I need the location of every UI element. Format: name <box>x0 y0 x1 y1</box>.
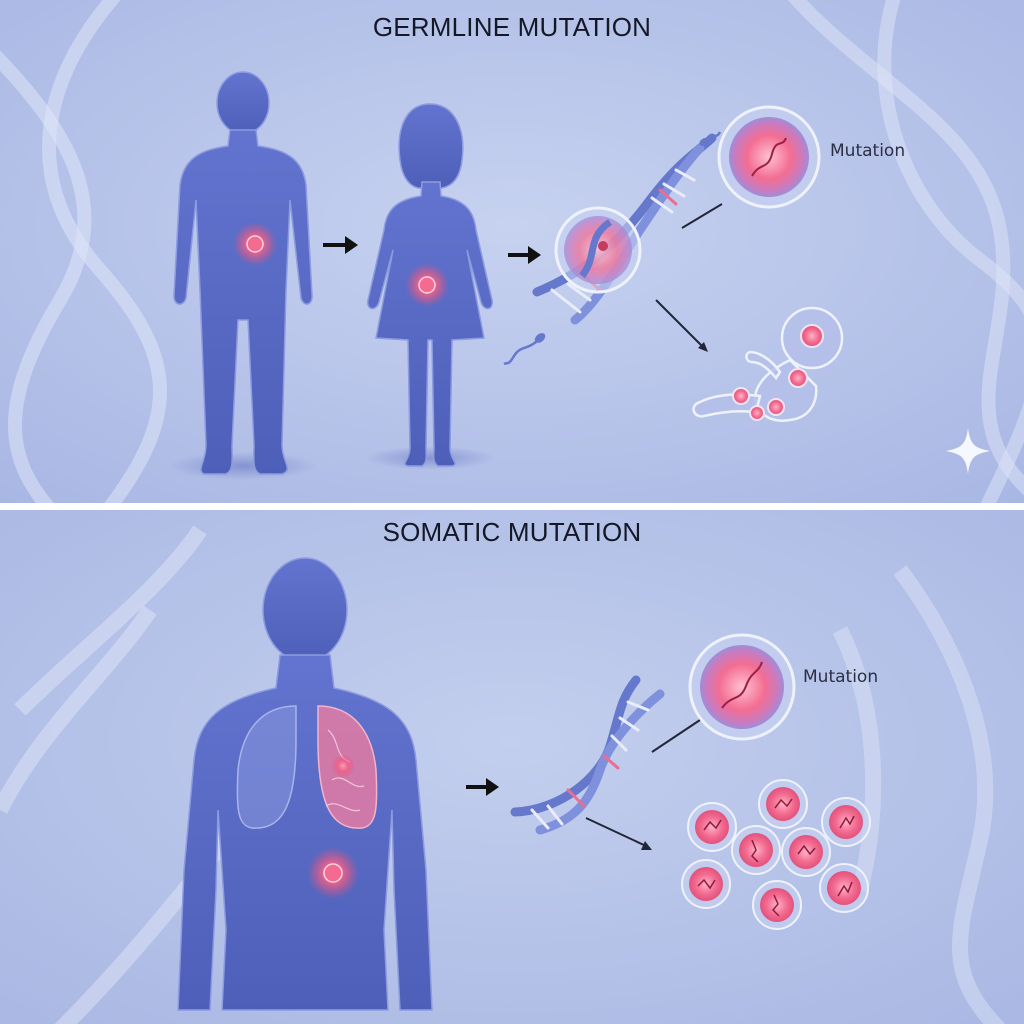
germline-illustration <box>0 0 1024 503</box>
mutation-cell-magnified <box>717 105 821 209</box>
germline-mutation-label: Mutation <box>830 141 906 161</box>
pointer-line <box>651 719 701 753</box>
mutation-cell <box>732 324 824 421</box>
cell-cluster <box>681 779 871 930</box>
background-dna-helix <box>0 0 167 503</box>
mutation-cell <box>781 827 831 877</box>
mutation-cell <box>821 797 871 847</box>
somatic-mutation-label: Mutation <box>803 667 879 687</box>
mutation-cell <box>687 802 737 852</box>
somatic-illustration <box>0 510 1024 1024</box>
fertilized-cell <box>554 206 642 294</box>
mutation-cell-magnified <box>688 633 796 741</box>
arrow-right <box>323 236 358 254</box>
dna-helix <box>510 675 665 835</box>
lungs-icon <box>236 705 378 829</box>
child-figure <box>367 103 493 467</box>
mutation-cell <box>246 235 264 253</box>
mutation-cell <box>681 859 731 909</box>
sparkle-icon <box>946 428 990 474</box>
germline-panel: GERMLINE MUTATION Mutation <box>0 0 1024 503</box>
mutation-cell <box>758 779 808 829</box>
background-dna-helix <box>832 565 1006 1024</box>
pointer-arrow <box>585 817 652 850</box>
parent-figure <box>173 71 313 475</box>
mutation-cell <box>752 880 802 930</box>
mutation-cell <box>731 825 781 875</box>
mutation-cell <box>418 276 436 294</box>
pointer-arrow <box>655 299 708 352</box>
pointer-line <box>681 203 723 229</box>
sperm-icon <box>503 131 722 366</box>
background-dna-helix <box>787 0 1024 503</box>
ground-shadow <box>365 446 495 470</box>
germline-title: GERMLINE MUTATION <box>372 12 652 42</box>
somatic-title: SOMATIC MUTATION <box>382 517 642 547</box>
ground-shadow <box>168 452 318 480</box>
somatic-panel: SOMATIC MUTATION Mutation <box>0 510 1024 1024</box>
arrow-right <box>466 778 499 796</box>
mutation-cell <box>323 863 343 883</box>
mutation-cell <box>819 863 869 913</box>
arrow-right <box>508 246 541 264</box>
